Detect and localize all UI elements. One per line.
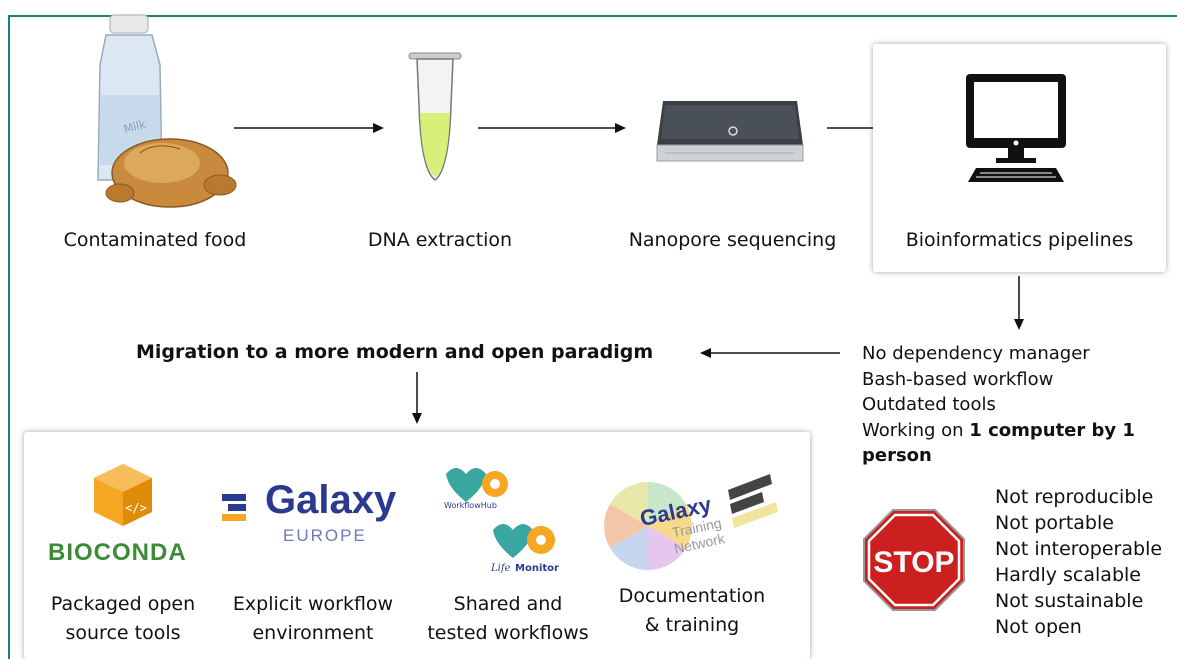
bioconda-box-icon: </> [94,464,152,526]
consequence-item: Not reproducible [995,486,1154,508]
milk-label: Milk [122,117,147,135]
consequences-list: Not reproducible Not portable Not intero… [995,484,1162,640]
monitor-text: Monitor [515,563,559,574]
consequence-item: Not sustainable [995,590,1144,612]
arrow-food-to-dna [234,123,384,133]
stop-sign-icon: STOP [863,509,965,611]
issue-item: Bash-based workflow [862,368,1054,390]
figure-frame [8,15,1177,659]
arrow-dna-to-seq [478,123,626,133]
workflowhub-text: WorkflowHub [444,501,497,510]
galaxy-training-icon: Galaxy Training Network [604,474,778,570]
issue-item-person: person [862,445,932,466]
consequence-item: Not open [995,616,1082,638]
food-icon: Milk [97,14,237,208]
migration-heading: Migration to a more modern and open para… [136,341,654,363]
tube-icon [408,52,462,181]
consequence-item: Not portable [995,512,1114,534]
issue-item: No dependency manager [862,343,1090,364]
issues-list: No dependency manager Bash-based workflo… [862,341,1135,469]
bioconda-logo: BIOCONDA [48,539,187,566]
tool-label-galaxy: Explicit workflow environment [232,593,394,644]
tool-label-training: Documentation & training [618,585,766,636]
sequencer-icon [656,101,804,162]
tool-label-bioconda: Packaged open source tools [50,593,196,644]
arrow-issues-to-migration [700,348,840,358]
issue-item-computer: Working on 1 computer by 1 [862,419,1135,441]
svg-text:</>: </> [125,501,147,515]
workflowhub-icon: WorkflowHub [444,468,508,510]
step-label-seq: Nanopore sequencing [628,229,837,251]
computer-icon [966,74,1066,182]
consequence-item: Not interoperable [995,538,1163,560]
life-text: Life [490,563,511,574]
galaxy-logo: Galaxy [265,478,397,522]
step-label-pipelines: Bioinformatics pipelines [905,229,1134,251]
step-label-dna: DNA extraction [367,229,513,251]
issue-item: Outdated tools [862,394,996,415]
galaxy-bars-icon [222,494,246,521]
consequence-item: Hardly scalable [995,564,1141,586]
galaxy-europe-label: EUROPE [283,526,367,545]
arrow-pipe-to-issues [1014,276,1024,330]
step-label-food: Contaminated food [63,229,247,251]
lifemonitor-icon: Life Monitor [490,524,559,574]
stop-label: STOP [873,546,954,579]
arrow-migration-to-tools [412,372,422,424]
tool-label-workflowhub: Shared and tested workflows [427,593,589,644]
